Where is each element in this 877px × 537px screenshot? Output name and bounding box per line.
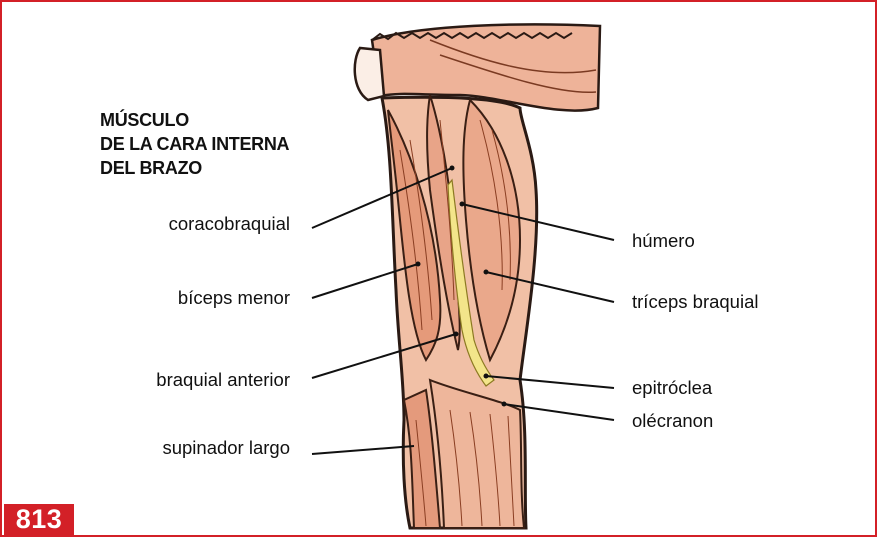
label-epitroclea: epitróclea (632, 377, 712, 399)
leader-supinador-largo (312, 446, 414, 454)
title-line-2: DE LA CARA INTERNA (100, 132, 289, 156)
diagram-title: MÚSCULO DE LA CARA INTERNA DEL BRAZO (100, 108, 289, 180)
label-humero: húmero (632, 230, 695, 252)
title-line-3: DEL BRAZO (100, 156, 289, 180)
label-supinador-largo: supinador largo (162, 437, 290, 459)
label-biceps-menor: bíceps menor (178, 287, 290, 309)
title-line-1: MÚSCULO (100, 108, 289, 132)
label-olecranon: olécranon (632, 410, 713, 432)
page-number-badge: 813 (4, 504, 74, 535)
shoulder-cuff-outline (355, 48, 384, 100)
label-triceps-braquial: tríceps braquial (632, 291, 758, 313)
label-braquial-anterior: braquial anterior (156, 369, 290, 391)
label-coracobraquial: coracobraquial (169, 213, 290, 235)
